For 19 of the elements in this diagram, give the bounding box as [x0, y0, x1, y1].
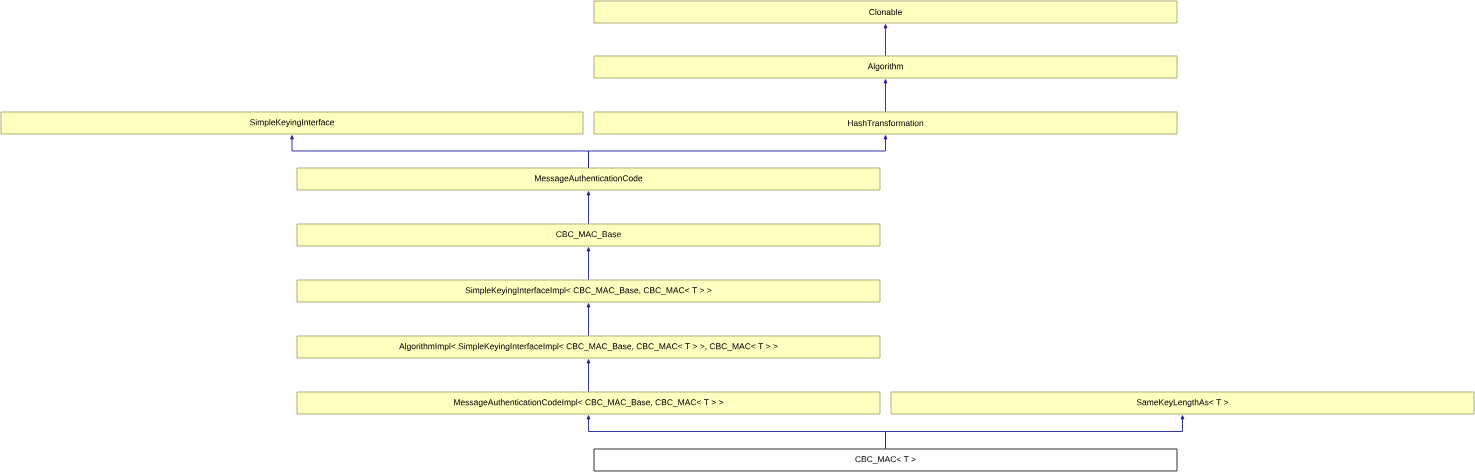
arrow [586, 359, 591, 393]
arrow [883, 79, 888, 113]
class-box: Algorithm [593, 55, 1178, 79]
class-box: MessageAuthenticationCodeImpl< CBC_MAC_Base, CBC_MAC< T > > [296, 391, 881, 415]
arrow [586, 303, 591, 337]
class-box: SimpleKeyingInterface [0, 111, 584, 135]
class-box: CBC_MAC< T > [593, 448, 1178, 472]
class-box: AlgorithmImpl< SimpleKeyingInterfaceImpl< CBC_MAC_Base, CBC_MAC< T > >, CBC_MAC< T > > [296, 335, 881, 359]
class-box: CBC_MAC_Base [296, 223, 881, 247]
class-box: Clonable [593, 0, 1178, 24]
arrow [586, 191, 591, 225]
class-box: HashTransformation [593, 111, 1178, 135]
class-box: MessageAuthenticationCode [296, 167, 881, 191]
arrow [586, 247, 591, 281]
arrow [883, 24, 888, 57]
arrow [885, 415, 1185, 450]
class-box: SimpleKeyingInterfaceImpl< CBC_MAC_Base, CBC_MAC< T > > [296, 279, 881, 303]
class-box: SameKeyLengthAs< T > [890, 391, 1475, 415]
arrow [588, 135, 888, 169]
